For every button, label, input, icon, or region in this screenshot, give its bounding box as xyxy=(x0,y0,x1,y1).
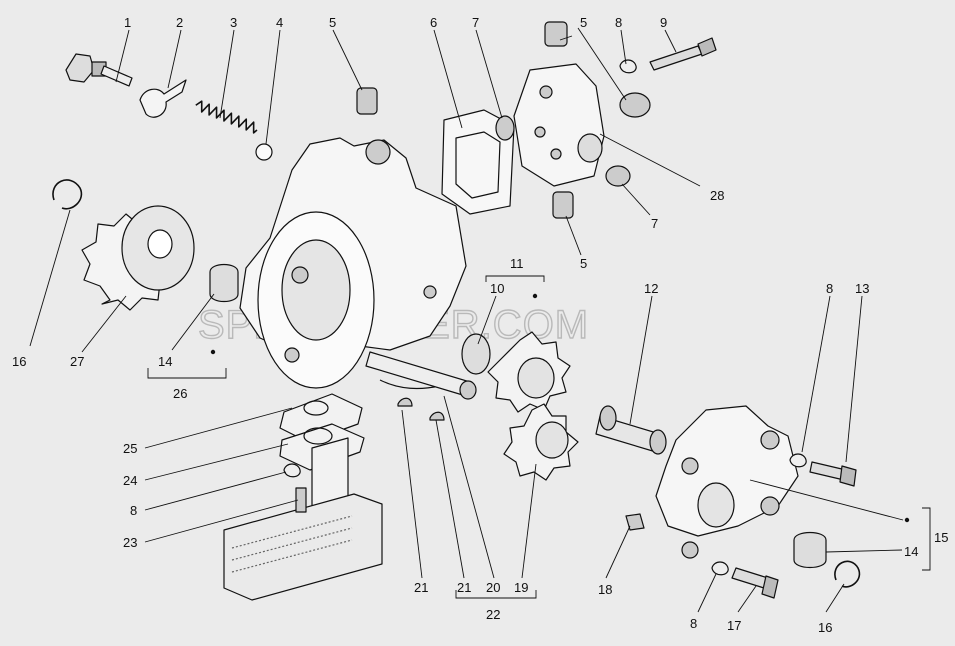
callout-12: 12 xyxy=(644,281,658,296)
callout-1: 1 xyxy=(124,15,131,30)
valve-housing-part xyxy=(513,63,605,187)
bolt-part xyxy=(731,567,779,599)
callout-19: 19 xyxy=(514,580,528,595)
callout-13: 13 xyxy=(855,281,869,296)
reference-dots xyxy=(210,293,910,523)
oil-strainer-part xyxy=(223,437,383,601)
callout-8a: 8 xyxy=(615,15,622,30)
bolt-part xyxy=(809,461,857,487)
bushing-part xyxy=(209,263,239,303)
fitting-part xyxy=(552,191,574,219)
bushing-mid-part xyxy=(461,333,491,375)
callout-6: 6 xyxy=(430,15,437,30)
callout-27: 27 xyxy=(70,354,84,369)
sprocket-gear-part xyxy=(81,205,195,311)
callout-16b: 16 xyxy=(818,620,832,635)
bolt-part xyxy=(649,37,717,71)
callout-4: 4 xyxy=(276,15,283,30)
dowel-part xyxy=(625,513,645,531)
callout-7a: 7 xyxy=(472,15,479,30)
callout-2: 2 xyxy=(176,15,183,30)
callout-8b: 8 xyxy=(826,281,833,296)
plug-small-part xyxy=(495,115,515,141)
spring-part xyxy=(195,100,258,134)
shaft-part xyxy=(365,351,477,400)
callout-15: 15 xyxy=(934,530,948,545)
key-part xyxy=(429,411,445,421)
callout-26: 26 xyxy=(173,386,187,401)
washer-part xyxy=(283,463,301,478)
callout-25: 25 xyxy=(123,441,137,456)
gasket-opening xyxy=(455,131,501,199)
circlip-part xyxy=(52,179,83,210)
bushing-part xyxy=(793,531,827,569)
washer-part xyxy=(711,561,729,576)
callout-18: 18 xyxy=(598,582,612,597)
drive-gear-part xyxy=(487,331,571,413)
callout-23: 23 xyxy=(123,535,137,550)
ball-part xyxy=(255,143,273,161)
callout-5c: 5 xyxy=(580,256,587,271)
callout-21b: 21 xyxy=(457,580,471,595)
callout-14a: 14 xyxy=(158,354,172,369)
fitting-part xyxy=(544,21,568,47)
callout-14b: 14 xyxy=(904,544,918,559)
callout-22: 22 xyxy=(486,607,500,622)
plug-part xyxy=(65,53,133,87)
gasket-part xyxy=(279,393,363,443)
callout-17: 17 xyxy=(727,618,741,633)
callout-5a: 5 xyxy=(329,15,336,30)
key-part xyxy=(397,397,413,407)
callout-28: 28 xyxy=(710,188,724,203)
callout-5b: 5 xyxy=(580,15,587,30)
callout-8d: 8 xyxy=(690,616,697,631)
callout-24: 24 xyxy=(123,473,137,488)
leader-lines xyxy=(29,27,931,613)
plug-small-part xyxy=(605,165,631,187)
callout-21a: 21 xyxy=(414,580,428,595)
callout-7b: 7 xyxy=(651,216,658,231)
screw-part xyxy=(295,487,307,513)
gasket-opening xyxy=(303,427,333,445)
fitting-part xyxy=(356,87,378,115)
callout-labels: 1 2 3 4 5 6 7 5 8 9 28 7 5 16 27 14 26 1… xyxy=(12,15,948,635)
callout-9: 9 xyxy=(660,15,667,30)
gasket-opening xyxy=(303,400,329,416)
gear-shaft-part xyxy=(595,405,667,455)
washer-part xyxy=(619,59,637,74)
washer-part xyxy=(789,453,807,468)
callout-20: 20 xyxy=(486,580,500,595)
circlip-part xyxy=(834,560,861,588)
pump-cover-part xyxy=(655,405,799,559)
parts xyxy=(52,21,861,601)
callout-3: 3 xyxy=(230,15,237,30)
callout-16a: 16 xyxy=(12,354,26,369)
driven-gear-part xyxy=(503,403,579,481)
callout-11: 11 xyxy=(510,256,524,271)
callout-10: 10 xyxy=(490,281,504,296)
lock-washer-part xyxy=(139,79,187,118)
pump-body-part xyxy=(239,137,467,390)
fitting-part xyxy=(619,92,651,118)
callout-8c: 8 xyxy=(130,503,137,518)
